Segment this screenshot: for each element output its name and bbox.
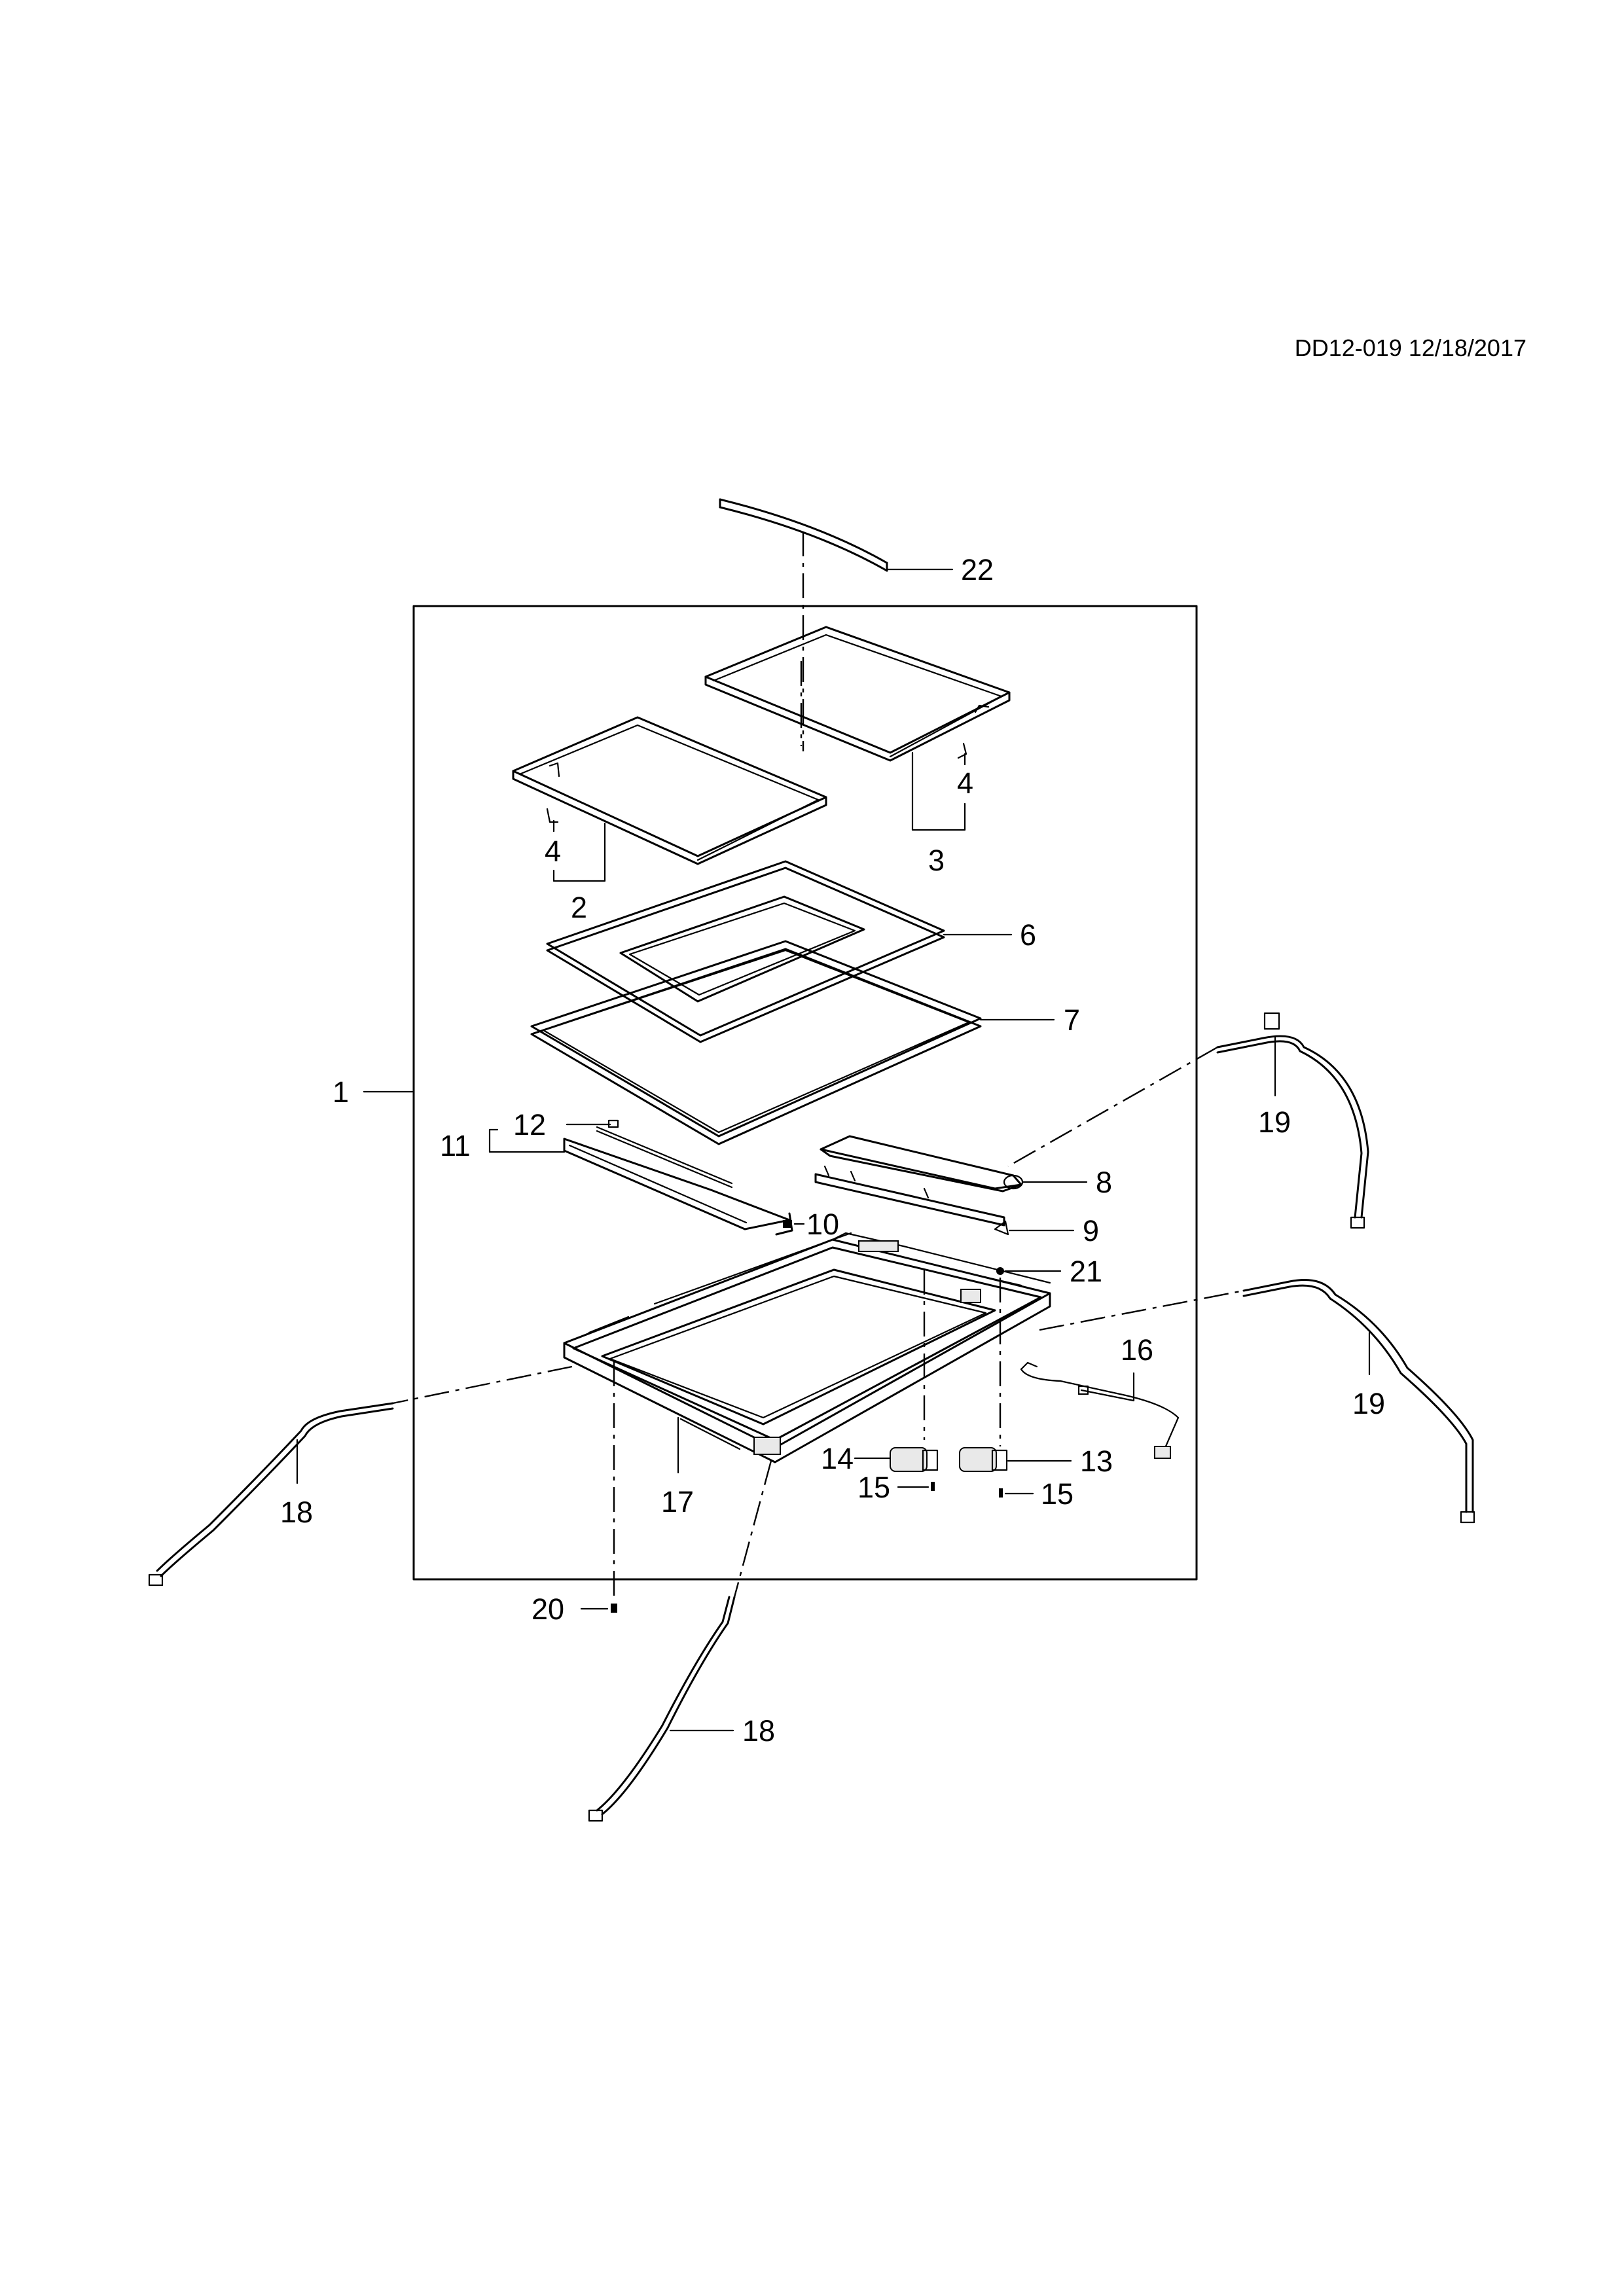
part-17-sunroof-frame xyxy=(563,1232,1051,1463)
part-19-drain-hose-lower xyxy=(1242,1279,1475,1524)
callout-4a: 4 xyxy=(545,834,561,868)
bracket-3 xyxy=(911,751,966,831)
callout-18b: 18 xyxy=(742,1714,775,1748)
callout-12: 12 xyxy=(513,1108,546,1141)
part-20-bolt xyxy=(611,1604,617,1613)
part-4-clip-rear xyxy=(546,762,560,823)
part-10-clip xyxy=(783,1220,792,1228)
part-4-clip-front xyxy=(957,704,990,759)
axis-18-left xyxy=(392,1365,573,1405)
part-6-seal-ring xyxy=(546,860,945,1043)
part-9-deflector-arm xyxy=(814,1165,1009,1236)
callout-10: 10 xyxy=(806,1208,839,1241)
callout-17: 17 xyxy=(661,1485,694,1518)
callout-13: 13 xyxy=(1080,1444,1113,1478)
axis-19-to-deflector xyxy=(1007,1046,1218,1168)
callout-18a: 18 xyxy=(280,1496,313,1529)
part-11-sunshade xyxy=(563,1138,793,1236)
callout-15a: 15 xyxy=(857,1471,890,1504)
callout-16: 16 xyxy=(1121,1333,1153,1367)
part-19-drain-hose-upper xyxy=(1216,1012,1369,1229)
callout-19a: 19 xyxy=(1258,1105,1291,1139)
part-22-deflector-strip xyxy=(719,498,888,572)
callout-2: 2 xyxy=(571,891,587,924)
part-16-harness xyxy=(1020,1361,1180,1459)
callout-6: 6 xyxy=(1020,918,1036,952)
callout-21: 21 xyxy=(1070,1255,1102,1288)
part-18-drain-hose-left xyxy=(148,1402,394,1587)
part-13-motor xyxy=(959,1447,1008,1472)
callout-15b: 15 xyxy=(1041,1477,1074,1511)
callout-3: 3 xyxy=(928,844,945,877)
part-7-weatherstrip xyxy=(530,940,982,1145)
part-18-drain-hose-lower xyxy=(588,1596,736,1822)
callout-7: 7 xyxy=(1064,1003,1080,1037)
callout-9: 9 xyxy=(1083,1214,1099,1247)
part-15-screw-right xyxy=(999,1488,1003,1498)
callout-22: 22 xyxy=(961,553,994,586)
part-12-guide-rail xyxy=(596,1119,733,1189)
axis-18-drain xyxy=(733,1460,772,1598)
axis-19-right xyxy=(1039,1289,1244,1331)
part-14-motor xyxy=(890,1447,939,1472)
callout-20: 20 xyxy=(532,1592,564,1626)
callout-11: 11 xyxy=(440,1129,471,1162)
assembly-boundary-box xyxy=(412,605,1198,1581)
part-15-screw-left xyxy=(931,1482,935,1491)
part-2-rear-glass xyxy=(512,716,827,865)
drawing-code: DD12-019 12/18/2017 xyxy=(1295,334,1526,361)
part-3-front-glass xyxy=(704,626,1011,762)
leader-16 xyxy=(1080,1372,1135,1402)
bracket-11 xyxy=(488,1128,566,1153)
callout-8: 8 xyxy=(1096,1166,1112,1199)
callout-4b: 4 xyxy=(957,766,973,800)
callout-14: 14 xyxy=(821,1442,854,1475)
callout-1: 1 xyxy=(333,1075,349,1109)
bracket-2 xyxy=(552,822,606,882)
callout-19b: 19 xyxy=(1352,1387,1385,1420)
